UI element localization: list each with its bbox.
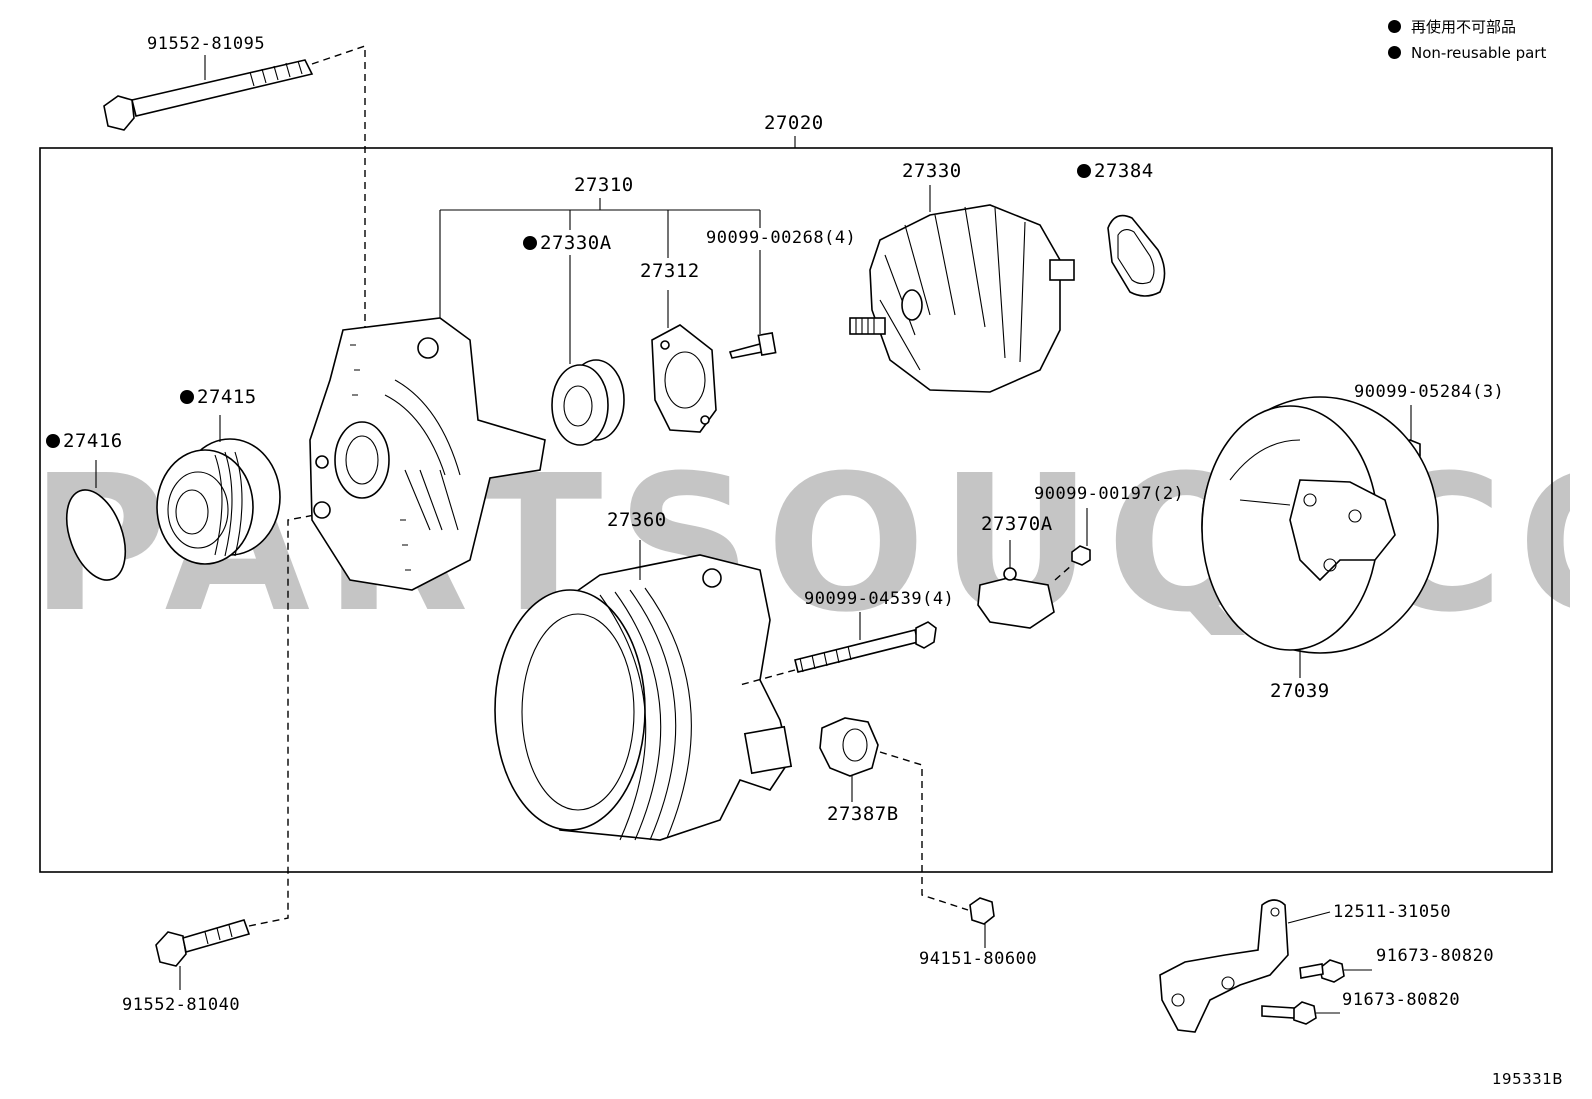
pulley-27415 <box>156 415 281 565</box>
part-label-27039[interactable]: 27039 <box>1270 680 1330 702</box>
part-label-27330A[interactable]: 27330A <box>523 234 612 253</box>
non-reusable-marker-icon <box>1077 164 1091 178</box>
part-number: 27415 <box>197 386 257 408</box>
nut-94151-80600 <box>969 897 995 948</box>
part-number: 27416 <box>63 430 123 452</box>
bracket-27310 <box>440 198 761 258</box>
legend-en-text: Non-reusable part <box>1411 44 1547 62</box>
rear-housing-27360 <box>494 540 793 841</box>
legend-jp-text: 再使用不可部品 <box>1411 18 1517 36</box>
bolt-91673-80820-a <box>1299 959 1372 983</box>
legend-en: Non-reusable part <box>1388 46 1546 61</box>
diagram-id: 195331B <box>1492 1070 1564 1088</box>
legend-jp: 再使用不可部品 <box>1388 20 1516 35</box>
part-label-90099-04539[interactable]: 90099-04539(4) <box>804 589 955 609</box>
non-reusable-marker-icon <box>46 434 60 448</box>
non-reusable-marker-icon <box>180 390 194 404</box>
part-number: 27330A <box>540 232 612 254</box>
rotor-27330 <box>849 185 1075 393</box>
bracket-12511-31050 <box>1159 899 1331 1033</box>
cover-27416 <box>65 460 127 581</box>
part-label-90099-00268[interactable]: 90099-00268(4) <box>706 228 857 248</box>
part-label-27415[interactable]: 27415 <box>180 388 257 407</box>
insulator-27387B <box>819 717 969 911</box>
rear-cover-27039 <box>1201 396 1439 678</box>
part-label-91552-81095[interactable]: 91552-81095 <box>147 34 266 54</box>
brush-holder-27370A <box>977 540 1073 629</box>
screw-90099-00268 <box>728 250 777 359</box>
part-label-27370A[interactable]: 27370A <box>981 513 1053 535</box>
part-label-91552-81040[interactable]: 91552-81040 <box>122 995 241 1015</box>
bolt-91673-80820-b <box>1261 1001 1340 1025</box>
part-label-91673-80820-b[interactable]: 91673-80820 <box>1342 990 1461 1010</box>
part-label-27310[interactable]: 27310 <box>574 174 634 196</box>
bolt-91552-81095 <box>103 45 420 351</box>
bolt-90099-04539 <box>739 612 937 686</box>
assembly-label-27020[interactable]: 27020 <box>764 112 824 134</box>
non-reusable-marker-icon <box>523 236 537 250</box>
assembly-frame <box>39 147 1553 873</box>
part-label-27360[interactable]: 27360 <box>607 509 667 531</box>
bearing-27330A <box>551 255 625 446</box>
part-label-27330[interactable]: 27330 <box>902 160 962 182</box>
part-label-27387B[interactable]: 27387B <box>827 803 899 825</box>
part-label-27312[interactable]: 27312 <box>640 260 700 282</box>
part-label-12511-31050[interactable]: 12511-31050 <box>1333 902 1452 922</box>
part-label-90099-00197[interactable]: 90099-00197(2) <box>1034 484 1185 504</box>
front-housing <box>309 210 546 591</box>
part-label-91673-80820-a[interactable]: 91673-80820 <box>1376 946 1495 966</box>
ring-27384 <box>1107 214 1166 297</box>
retainer-27312 <box>651 290 717 433</box>
part-label-90099-05284[interactable]: 90099-05284(3) <box>1354 382 1505 402</box>
part-label-27416[interactable]: 27416 <box>46 432 123 451</box>
part-label-27384[interactable]: 27384 <box>1077 162 1154 181</box>
bolt-91552-81040 <box>155 513 321 990</box>
non-reusable-marker-icon <box>1388 20 1401 33</box>
screw-90099-00197 <box>1071 508 1091 566</box>
part-number: 27384 <box>1094 160 1154 182</box>
part-label-94151-80600[interactable]: 94151-80600 <box>919 949 1038 969</box>
non-reusable-marker-icon <box>1388 46 1401 59</box>
